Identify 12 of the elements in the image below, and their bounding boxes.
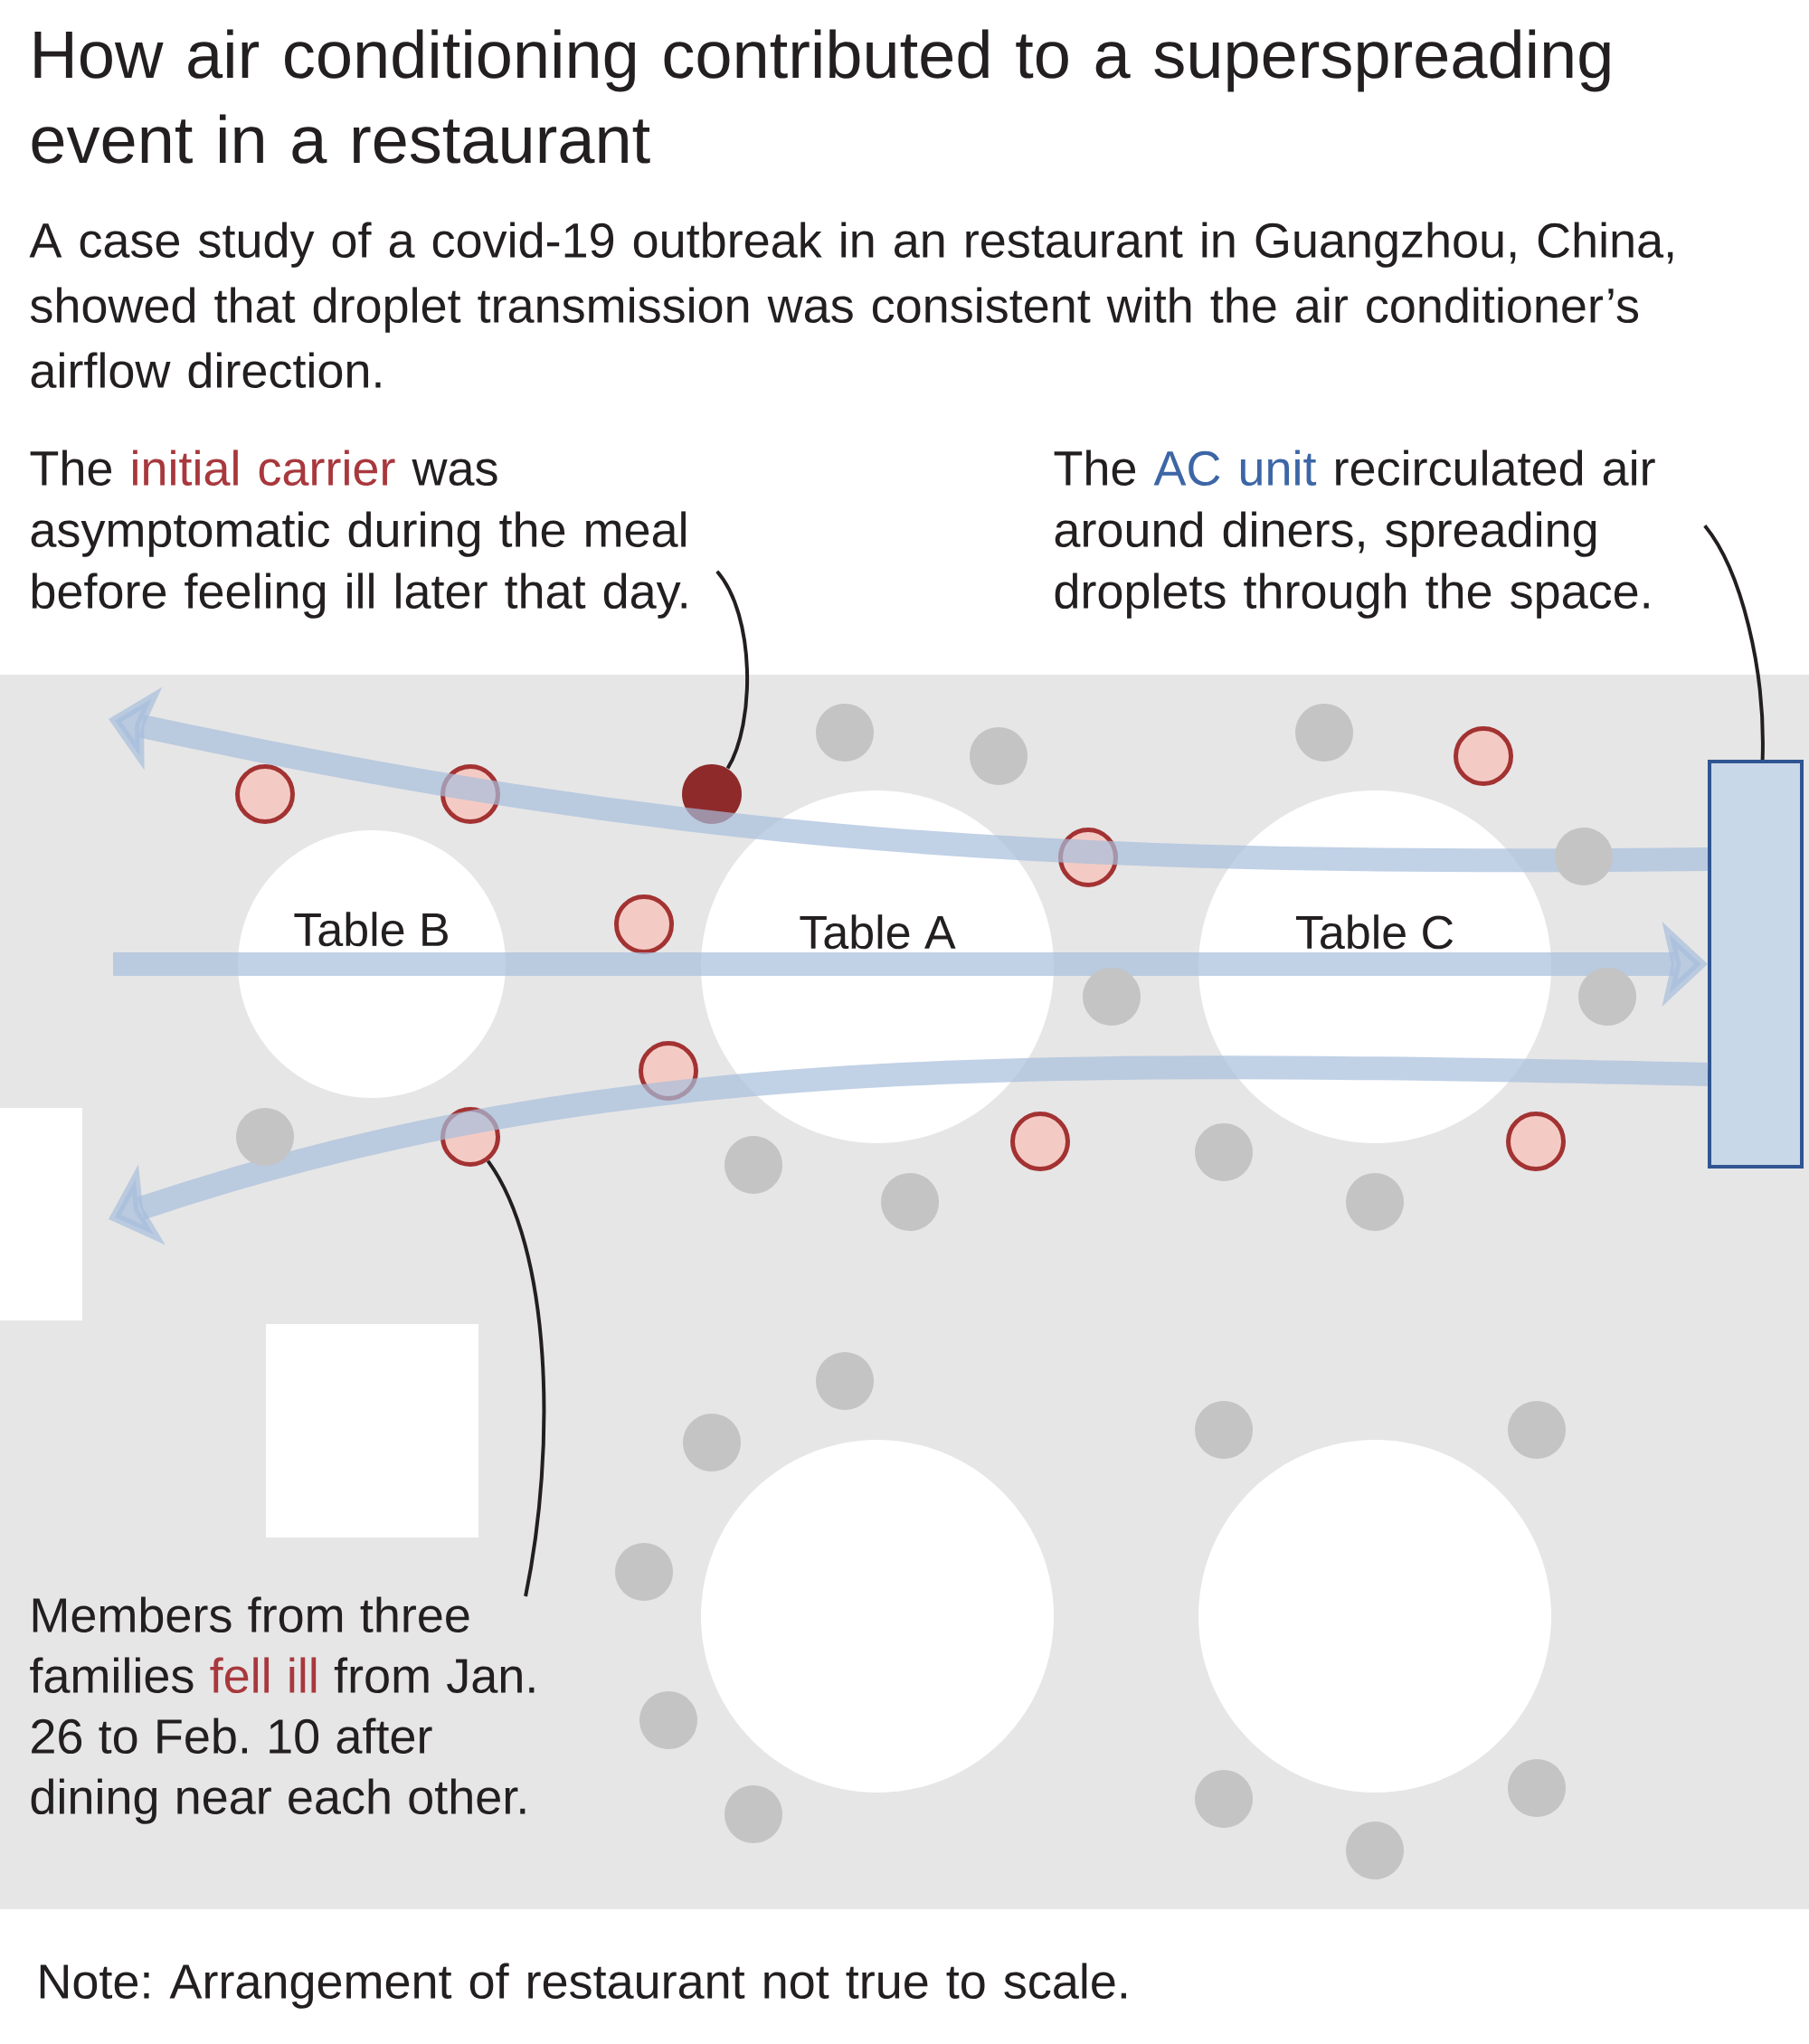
leader-line (715, 570, 749, 770)
note-text: Note: Arrangement of restaurant not true to scale. (40, 1963, 1126, 2009)
subtitle: A case study of a covid-19 outbreak in an restaurant in Guangzhou, China, showed that droplet transmission was consistent with the air conditioner’s airflow direction. (29, 222, 1673, 389)
table-circle (1198, 1440, 1551, 1793)
callout-text: Members from three families fell ill from Jan. 26 to Feb. 10 after dining near each other. (30, 1596, 535, 1824)
unit-box (1708, 760, 1804, 1169)
table-circle (701, 1440, 1054, 1793)
leader-line (486, 1159, 546, 1597)
callout-text: The initial carrier was asymptomatic during the meal before feeling ill later that day. (30, 449, 687, 619)
title: How air conditioning contributed to a superspreading event in a restaurant (32, 29, 1610, 164)
callout-text: The AC unit recirculated air around diners, spreading droplets through the space. (1054, 449, 1655, 619)
leader-line (1703, 525, 1765, 761)
